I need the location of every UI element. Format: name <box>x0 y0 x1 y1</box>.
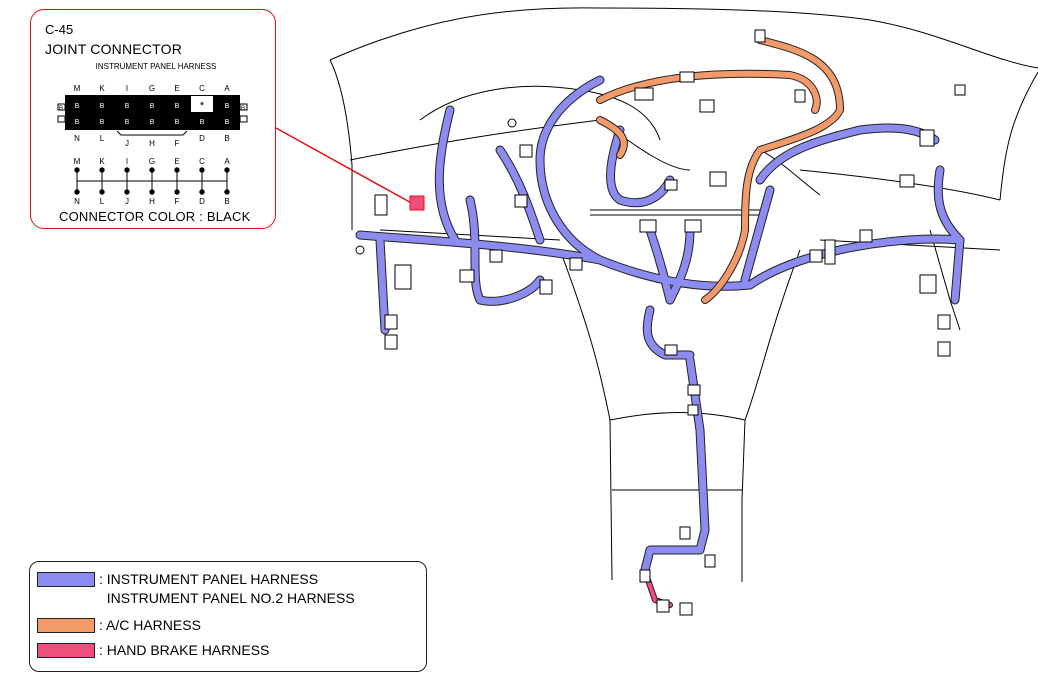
legend-item-ac: : A/C HARNESS <box>37 616 201 635</box>
pin-letter-bottom: N <box>74 134 80 143</box>
pin-cell: B <box>175 119 180 126</box>
schematic-letter-top: A <box>224 157 230 166</box>
pin-letter-top: C <box>199 84 205 93</box>
pin-letter-top: M <box>74 84 81 93</box>
connector-harness-name: INSTRUMENT PANEL HARNESS <box>95 62 217 71</box>
pin-side-label: B <box>241 106 245 112</box>
pin-letter-top: A <box>224 84 230 93</box>
pin-letter-top: I <box>126 84 128 93</box>
pin-cell: B <box>125 119 130 126</box>
connector-title: JOINT CONNECTOR <box>45 41 183 57</box>
pin-cell-star: * <box>200 100 205 112</box>
pin-letter-bottom: F <box>175 139 180 148</box>
legend-swatch-hand-brake <box>37 643 95 658</box>
connector-callout: C-45 JOINT CONNECTOR INSTRUMENT PANEL HA… <box>30 9 276 229</box>
legend-label: : A/C HARNESS <box>99 617 201 633</box>
pin-cell: B <box>150 119 155 126</box>
instrument-panel-harness-fill <box>356 76 964 574</box>
connector-color-text: CONNECTOR COLOR : BLACK <box>59 209 251 224</box>
pin-cell: B <box>100 119 105 126</box>
pin-cell: B <box>175 103 180 110</box>
pin-letter-bottom: D <box>199 134 205 143</box>
schematic-letter-top: I <box>126 157 128 166</box>
connector-face-diagram: M K I G E C A N L J H F D B B B B B B <box>57 84 248 206</box>
pin-letter-bottom: J <box>125 139 129 148</box>
joint-schematic <box>74 167 230 195</box>
pin-cell: B <box>75 119 80 126</box>
schematic-letter-bottom: F <box>175 197 180 206</box>
legend-label: : INSTRUMENT PANEL HARNESS <box>99 571 319 587</box>
instrument-panel-harness <box>355 75 965 575</box>
schematic-letter-bottom: H <box>149 197 155 206</box>
pin-letter-top: G <box>149 84 155 93</box>
schematic-letter-top: E <box>174 157 179 166</box>
schematic-letter-bottom: J <box>125 197 129 206</box>
schematic-letter-bottom: L <box>100 197 105 206</box>
pin-cell-highlight <box>191 96 213 112</box>
pin-letter-bottom: L <box>100 134 105 143</box>
joint-connector-location <box>409 195 425 211</box>
schematic-letter-bottom: B <box>224 197 229 206</box>
pin-letter-bottom: B <box>224 134 229 143</box>
pin-cell: B <box>125 103 130 110</box>
connector-code: C-45 <box>45 22 74 37</box>
center-console-outline <box>559 249 613 581</box>
pin-letter-top: E <box>174 84 179 93</box>
legend-item-hand-brake: : HAND BRAKE HARNESS <box>37 641 269 660</box>
schematic-letter-top: C <box>199 157 205 166</box>
pin-cell: B <box>150 103 155 110</box>
connector-ring-icon <box>507 118 517 128</box>
schematic-letter-top: G <box>149 157 155 166</box>
harness-legend: : INSTRUMENT PANEL HARNESS INSTRUMENT PA… <box>29 561 427 672</box>
pin-cell: B <box>200 119 205 126</box>
schematic-letter-top: M <box>74 157 81 166</box>
legend-label: INSTRUMENT PANEL NO.2 HARNESS <box>99 590 355 606</box>
connector-ring-icon <box>355 245 365 255</box>
schematic-letter-top: K <box>99 157 105 166</box>
pin-cell: B <box>100 103 105 110</box>
connector-boxes <box>374 29 966 616</box>
pin-side-label: B <box>59 106 63 112</box>
pin-cell: B <box>75 103 80 110</box>
legend-label: : HAND BRAKE HARNESS <box>99 642 270 658</box>
schematic-letter-bottom: D <box>199 197 205 206</box>
pin-letter-top: K <box>99 84 105 93</box>
legend-item-instrument-panel: : INSTRUMENT PANEL HARNESS INSTRUMENT PA… <box>37 570 355 608</box>
pin-cell: B <box>225 103 230 110</box>
legend-swatch-ac <box>37 618 95 633</box>
ac-harness-fill <box>597 37 843 303</box>
pin-letter-bottom: H <box>149 139 155 148</box>
legend-swatch-instrument-panel <box>37 572 95 587</box>
schematic-letter-bottom: N <box>74 197 80 206</box>
callout-leader-line <box>275 127 416 206</box>
pin-cell: B <box>225 119 230 126</box>
dashboard-outline <box>329 7 1038 69</box>
